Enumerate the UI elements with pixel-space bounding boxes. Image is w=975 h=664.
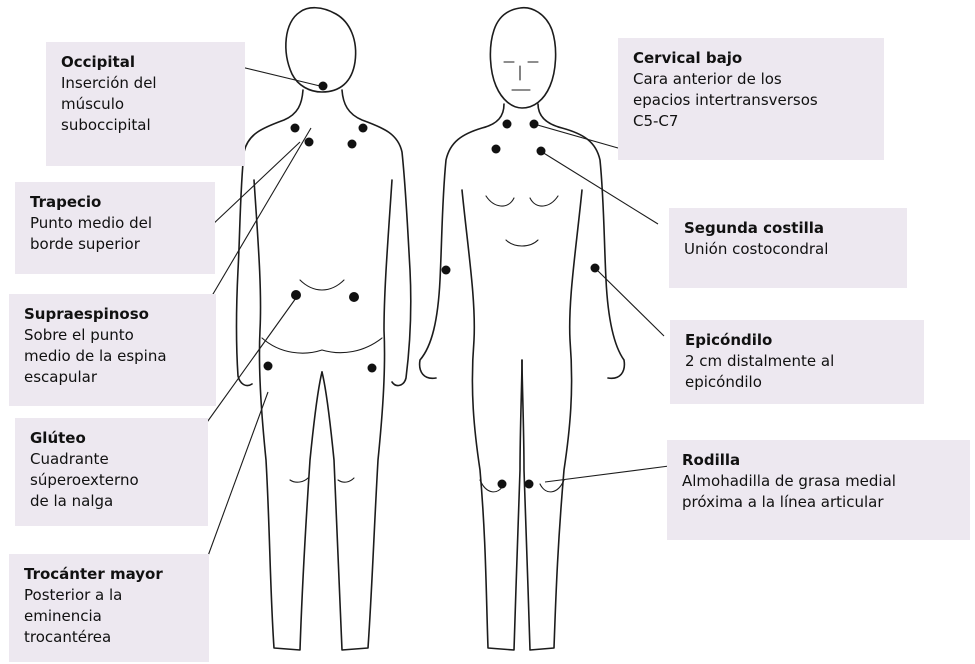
marker-epicondilo-right	[591, 264, 600, 273]
leader-line-trocanter	[201, 392, 268, 575]
marker-epicondilo-left	[442, 266, 451, 275]
marker-trocanter-left	[264, 362, 273, 371]
label-rodilla: Rodilla Almohadilla de grasa medial próx…	[667, 440, 970, 540]
marker-costilla-right	[537, 147, 546, 156]
label-title: Epicóndilo	[685, 330, 912, 351]
label-segunda-costilla: Segunda costilla Unión costocondral	[669, 208, 907, 288]
label-gluteo: Glúteo Cuadrante súperoexterno de la nal…	[15, 418, 208, 526]
label-occipital: Occipital Inserción del músculo suboccip…	[46, 42, 245, 166]
label-description: Sobre el punto medio de la espina escapu…	[24, 325, 204, 388]
marker-costilla-left	[492, 145, 501, 154]
label-description: Posterior a la eminencia trocantérea	[24, 585, 197, 648]
marker-gluteo-right	[349, 292, 359, 302]
label-title: Rodilla	[682, 450, 958, 471]
marker-rodilla-left	[498, 480, 507, 489]
label-title: Glúteo	[30, 428, 196, 449]
leader-line-cervical	[534, 124, 618, 148]
marker-supraespinoso-right	[359, 124, 368, 133]
label-title: Trapecio	[30, 192, 203, 213]
marker-cervical-left	[503, 120, 512, 129]
label-title: Cervical bajo	[633, 48, 872, 69]
label-trocanter-mayor: Trocánter mayor Posterior a la eminencia…	[9, 554, 209, 662]
label-supraespinoso: Supraespinoso Sobre el punto medio de la…	[9, 294, 216, 406]
label-description: Punto medio del borde superior	[30, 213, 203, 255]
label-description: Cara anterior de los epacios intertransv…	[633, 69, 872, 132]
label-epicondilo: Epicóndilo 2 cm distalmente al epicóndil…	[670, 320, 924, 404]
marker-occipital	[319, 82, 328, 91]
back-view-figure	[237, 8, 411, 650]
label-description: Almohadilla de grasa medial próxima a la…	[682, 471, 958, 513]
marker-cervical-right	[530, 120, 539, 129]
marker-trapecio-left	[305, 138, 314, 147]
leader-line-occipital	[237, 66, 320, 86]
marker-rodilla-right	[525, 480, 534, 489]
label-description: Cuadrante súperoexterno de la nalga	[30, 449, 196, 512]
label-description: Inserción del músculo suboccipital	[61, 73, 233, 136]
label-title: Supraespinoso	[24, 304, 204, 325]
marker-supraespinoso-left	[291, 124, 300, 133]
label-trapecio: Trapecio Punto medio del borde superior	[15, 182, 215, 274]
label-description: Unión costocondral	[684, 239, 895, 260]
front-view-figure	[420, 8, 625, 650]
label-title: Occipital	[61, 52, 233, 73]
label-cervical-bajo: Cervical bajo Cara anterior de los epaci…	[618, 38, 884, 160]
label-title: Segunda costilla	[684, 218, 895, 239]
label-title: Trocánter mayor	[24, 564, 197, 585]
marker-trocanter-right	[368, 364, 377, 373]
marker-gluteo-left	[291, 290, 301, 300]
marker-trapecio-right	[348, 140, 357, 149]
label-description: 2 cm distalmente al epicóndilo	[685, 351, 912, 393]
